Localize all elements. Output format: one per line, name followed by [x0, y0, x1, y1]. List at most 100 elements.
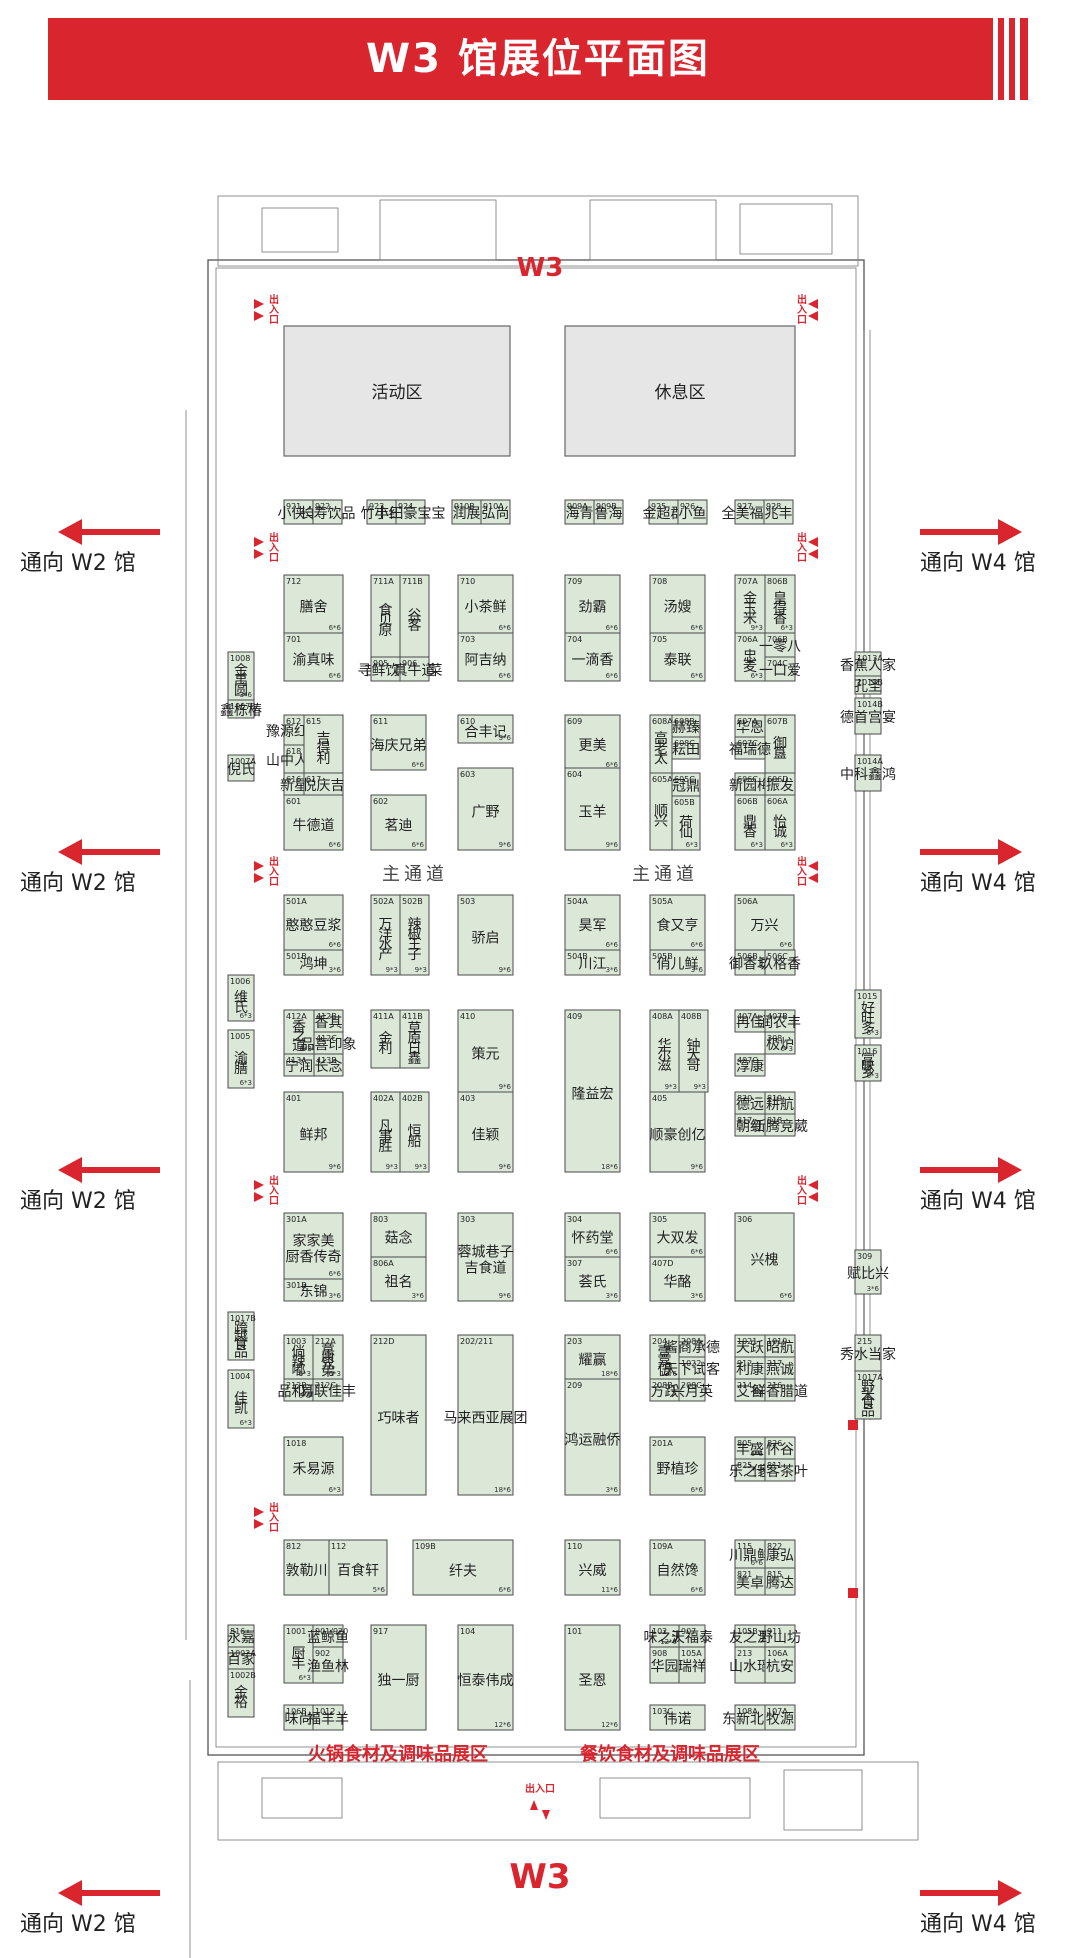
booth-rect[interactable] [399, 656, 430, 682]
booth-rect[interactable] [370, 1334, 427, 1496]
booth-rect[interactable] [564, 1624, 621, 1731]
booth-rect[interactable] [854, 754, 882, 792]
booth-rect[interactable] [457, 1212, 514, 1302]
booth-rect[interactable] [283, 1704, 314, 1731]
booth-rect[interactable] [227, 1029, 255, 1089]
booth-rect[interactable] [649, 1091, 706, 1173]
booth-rect[interactable] [370, 656, 401, 682]
booth-rect[interactable] [283, 1278, 344, 1302]
booth-rect[interactable] [734, 794, 766, 851]
booth-rect[interactable] [764, 772, 796, 796]
booth-rect[interactable] [649, 574, 706, 634]
booth-rect[interactable] [764, 1378, 796, 1402]
booth-rect[interactable] [564, 1256, 621, 1302]
booth-rect[interactable] [283, 1334, 314, 1380]
booth-rect[interactable] [854, 989, 882, 1039]
booth-rect[interactable] [283, 894, 344, 951]
booth-rect[interactable] [328, 1539, 388, 1596]
booth-rect[interactable] [764, 949, 796, 976]
booth-rect[interactable] [734, 499, 765, 525]
booth-rect[interactable] [764, 1113, 796, 1137]
booth-rect[interactable] [399, 894, 430, 976]
booth-rect[interactable] [370, 894, 401, 976]
booth-rect[interactable] [671, 772, 701, 797]
booth-rect[interactable] [649, 949, 706, 976]
booth-rect[interactable] [564, 1009, 621, 1173]
booth-rect[interactable] [283, 1436, 344, 1496]
booth-rect[interactable] [370, 1212, 427, 1258]
booth-rect[interactable] [854, 1370, 882, 1420]
booth-rect[interactable] [457, 767, 514, 851]
booth-rect[interactable] [564, 632, 621, 682]
booth-rect[interactable] [593, 499, 624, 525]
booth-rect[interactable] [399, 1091, 430, 1173]
booth-rect[interactable] [564, 894, 621, 951]
booth-rect[interactable] [312, 1334, 344, 1380]
booth-rect[interactable] [283, 1212, 344, 1280]
booth-rect[interactable] [283, 1539, 330, 1596]
booth-rect[interactable] [678, 1009, 709, 1093]
booth-rect[interactable] [564, 1539, 621, 1596]
booth-rect[interactable] [312, 499, 343, 525]
booth-rect[interactable] [399, 574, 430, 658]
booth-rect[interactable] [734, 894, 795, 951]
booth-rect[interactable] [764, 794, 796, 851]
